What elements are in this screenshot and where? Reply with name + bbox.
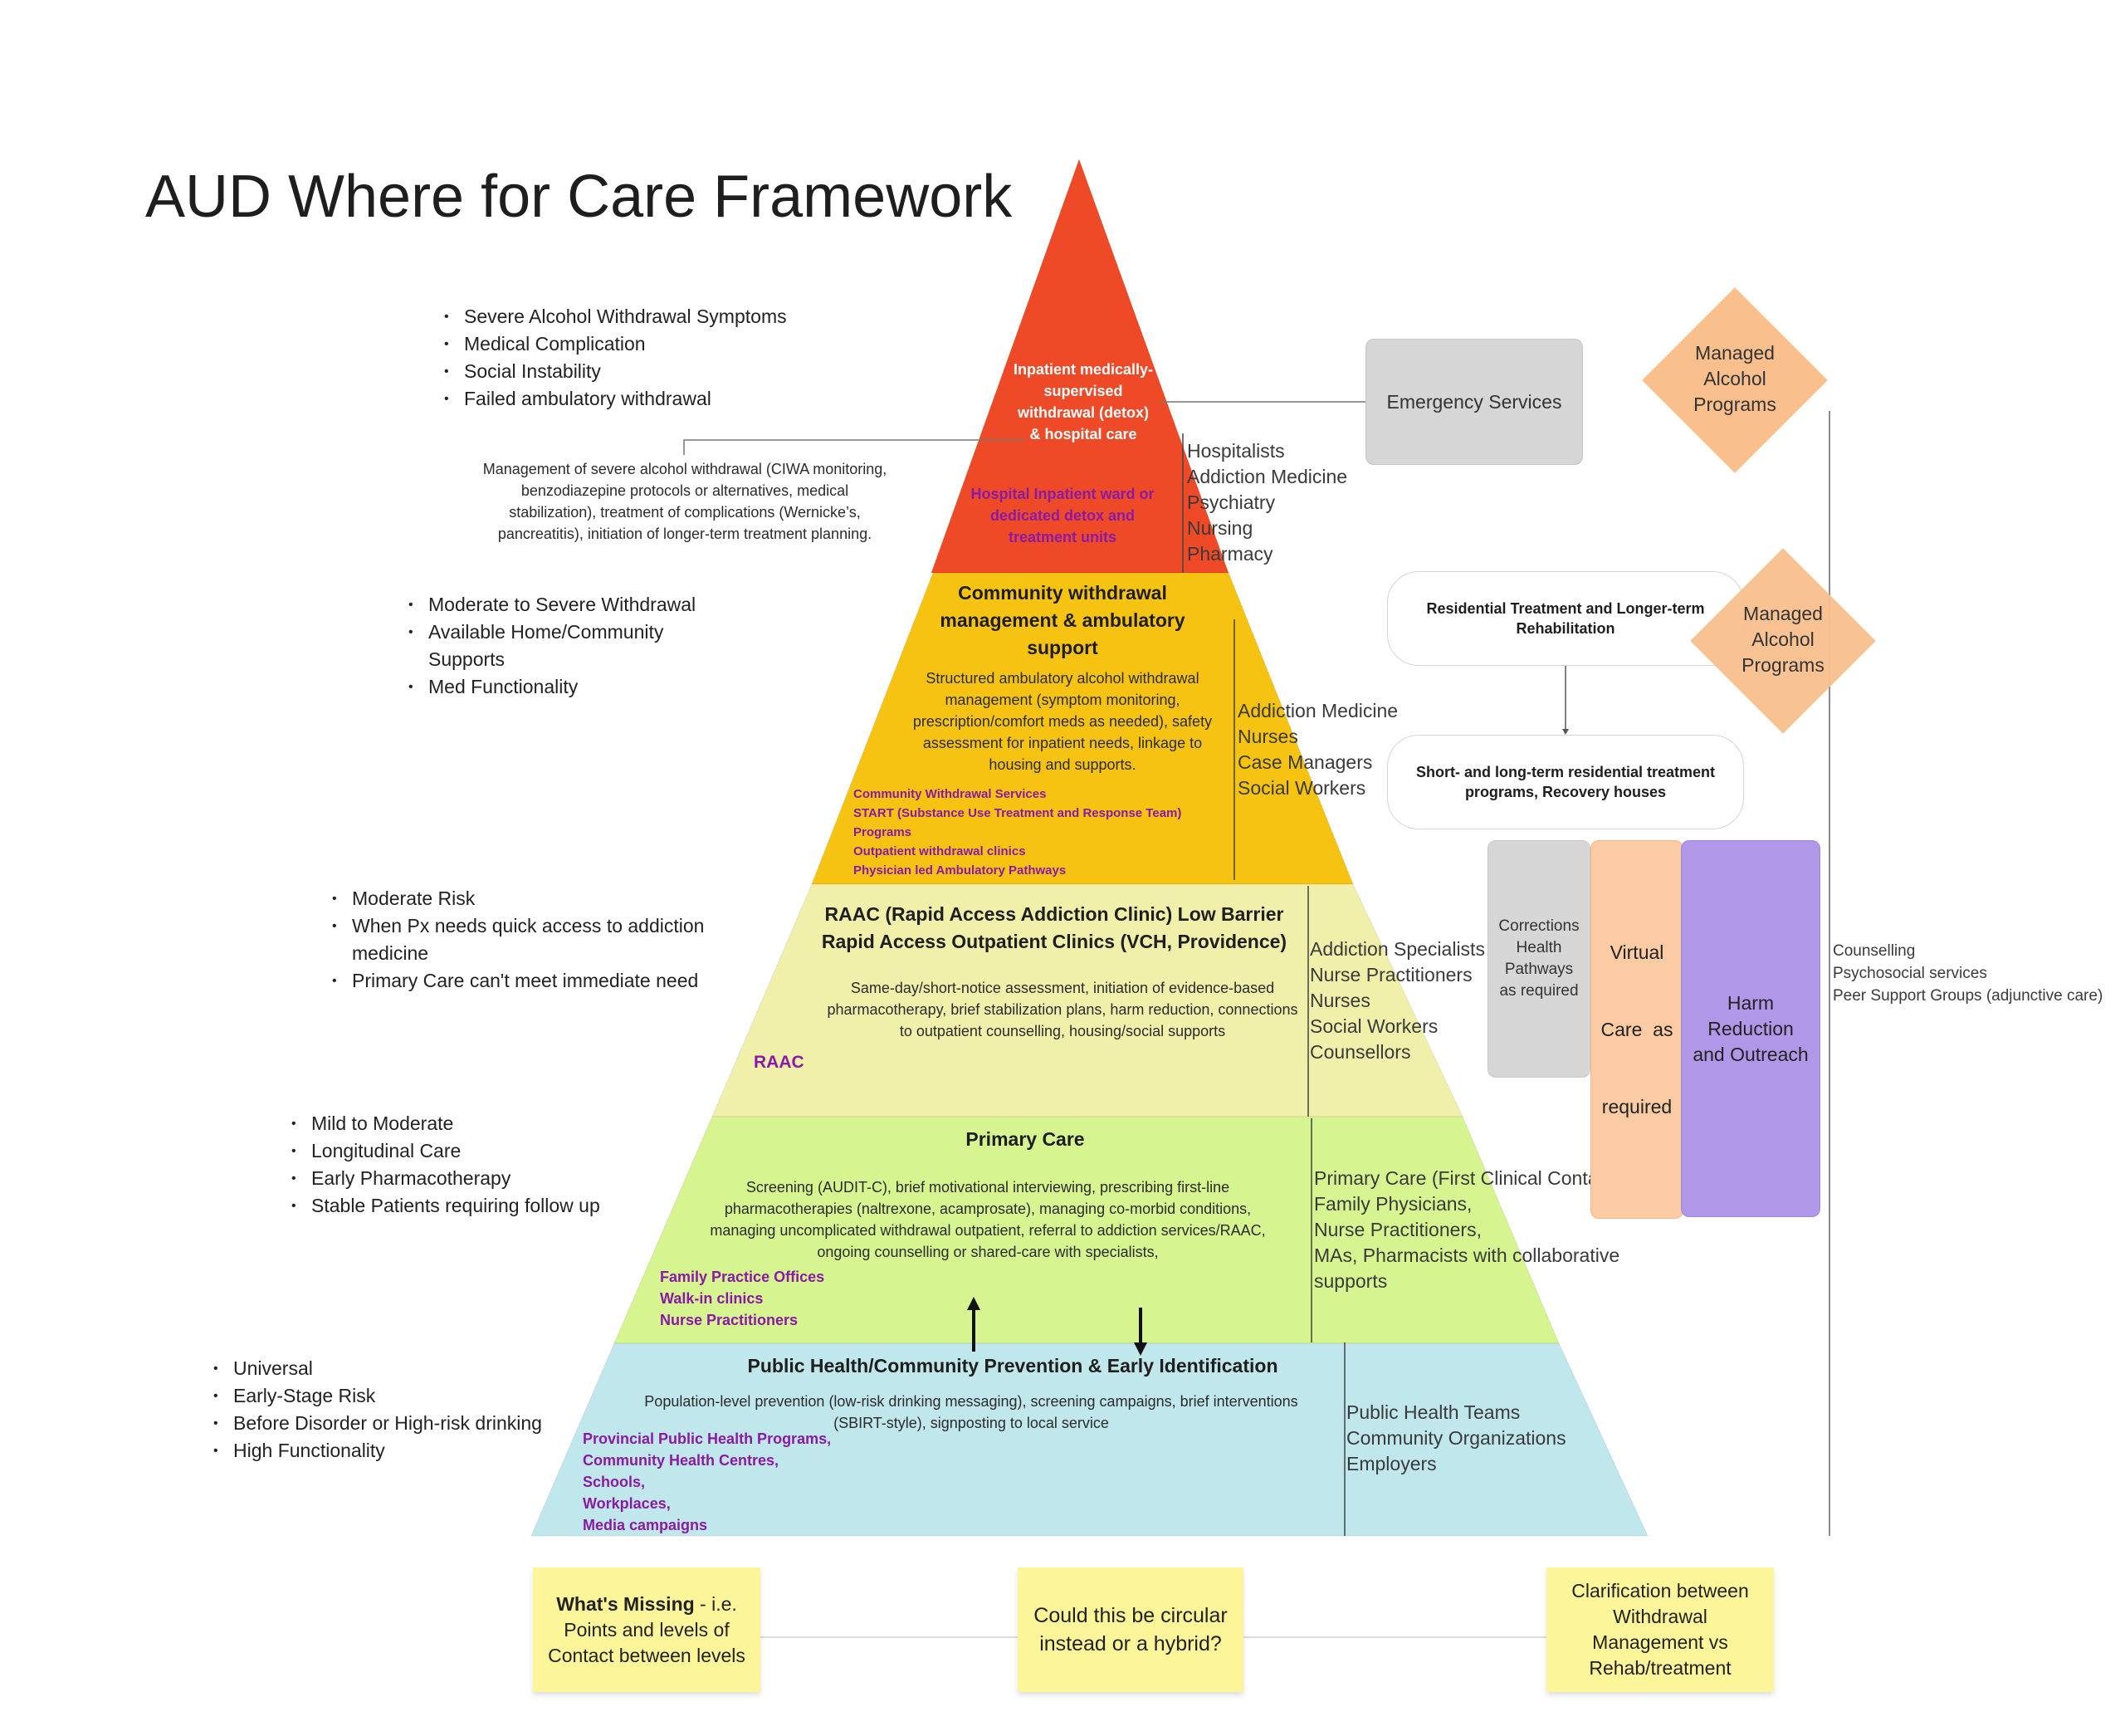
page-title: AUD Where for Care Framework	[145, 164, 1013, 230]
residential-treatment-box[interactable]: Residential Treatment and Longer-term Re…	[1387, 571, 1744, 666]
tier-raac-criteria: Moderate Risk When Px needs quick access…	[330, 885, 742, 995]
tier-community-description: Structured ambulatory alcohol withdrawal…	[912, 670, 1213, 773]
managed-alcohol-label-1: Managed Alcohol Programs	[1693, 342, 1776, 415]
tier-inpatient-criteria: Severe Alcohol Withdrawal Symptoms Medic…	[442, 303, 787, 413]
tier-inpatient-settings: Hospital Inpatient ward or dedicated det…	[970, 486, 1155, 545]
tier-community-title: Community withdrawal management & ambula…	[940, 582, 1185, 658]
sticky-circular[interactable]: Could this be circular instead or a hybr…	[1018, 1567, 1243, 1692]
corrections-health-box[interactable]: Corrections Health Pathways as required	[1488, 840, 1590, 1078]
harm-reduction-box[interactable]: Harm Reduction and Outreach	[1681, 840, 1820, 1217]
tier-raac-title: RAAC (Rapid Access Addiction Clinic) Low…	[821, 903, 1287, 952]
arrow-down-head	[1134, 1342, 1147, 1356]
arrow-up-head	[967, 1297, 980, 1310]
tier-public-health-shape	[530, 1342, 1649, 1537]
tier-community-settings: Community Withdrawal Services START (Sub…	[853, 787, 1182, 878]
tier-community-criteria: Moderate to Severe Withdrawal Available …	[407, 591, 727, 701]
connector-inpatient-description	[683, 439, 1025, 455]
tier-public-health-settings: Provincial Public Health Programs, Commu…	[583, 1430, 832, 1533]
adjunctive-care-list: Counselling Psychosocial services Peer S…	[1833, 942, 2103, 1005]
tier-community-staff: Addiction Medicine Nurses Case Managers …	[1238, 700, 1399, 799]
sticky-clarification[interactable]: Clarification between Withdrawal Managem…	[1546, 1567, 1774, 1692]
tier-public-health-criteria: Universal Early-Stage Risk Before Disord…	[212, 1355, 542, 1465]
tier-public-health-title: Public Health/Community Prevention & Ear…	[747, 1355, 1278, 1377]
tier-inpatient-staff: Hospitalists Addiction Medicine Psychiat…	[1187, 440, 1348, 565]
managed-alcohol-label-2: Managed Alcohol Programs	[1742, 603, 1825, 676]
sticky-whats-missing[interactable]: What's Missing - i.e. Points and levels …	[533, 1567, 760, 1692]
tier-primary-settings: Family Practice Offices Walk-in clinics …	[660, 1269, 825, 1328]
residential-programs-box[interactable]: Short- and long-term residential treatme…	[1387, 735, 1744, 829]
tier-public-health-staff: Public Health Teams Community Organizati…	[1346, 1401, 1566, 1474]
tier-raac-staff: Addiction Specialists Nurse Practitioner…	[1310, 938, 1485, 1063]
virtual-care-box[interactable]: Virtual Care as required	[1590, 840, 1683, 1219]
tier-public-health-description: Population-level prevention (low-risk dr…	[644, 1393, 1298, 1431]
tier-inpatient-description: Management of severe alcohol withdrawal …	[482, 461, 887, 542]
tier-inpatient-title: Inpatient medically- supervised withdraw…	[1013, 361, 1154, 443]
emergency-services-box[interactable]: Emergency Services	[1365, 339, 1583, 465]
tier-primary-staff: Primary Care (First Clinical Contact) Fa…	[1314, 1167, 1620, 1292]
tier-primary-criteria: Mild to Moderate Longitudinal Care Early…	[290, 1110, 600, 1220]
arrowhead-residential	[1562, 729, 1569, 735]
tier-primary-description: Screening (AUDIT-C), brief motivational …	[710, 1179, 1266, 1260]
tier-raac-settings: RAAC	[754, 1053, 804, 1072]
tier-raac-description: Same-day/short-notice assessment, initia…	[827, 980, 1298, 1039]
tier-primary-title: Primary Care	[965, 1128, 1085, 1150]
